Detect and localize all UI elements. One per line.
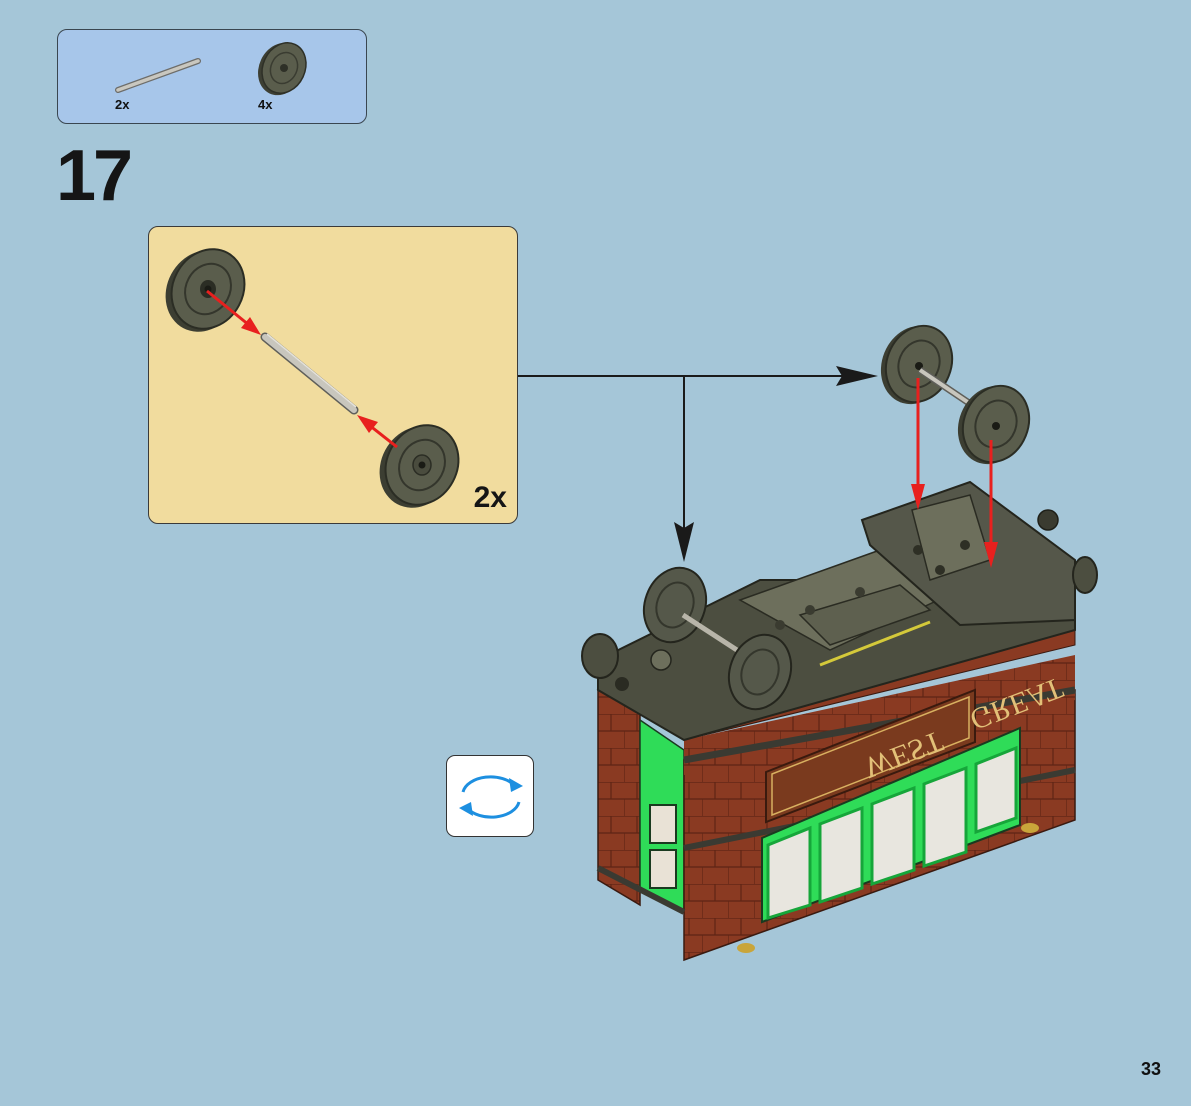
wheel-icon [869,316,963,415]
rotate-model-box [446,755,534,837]
page-number: 33 [1141,1059,1161,1080]
wheel-icon [946,376,1040,475]
rotate-model-icon [447,756,535,838]
